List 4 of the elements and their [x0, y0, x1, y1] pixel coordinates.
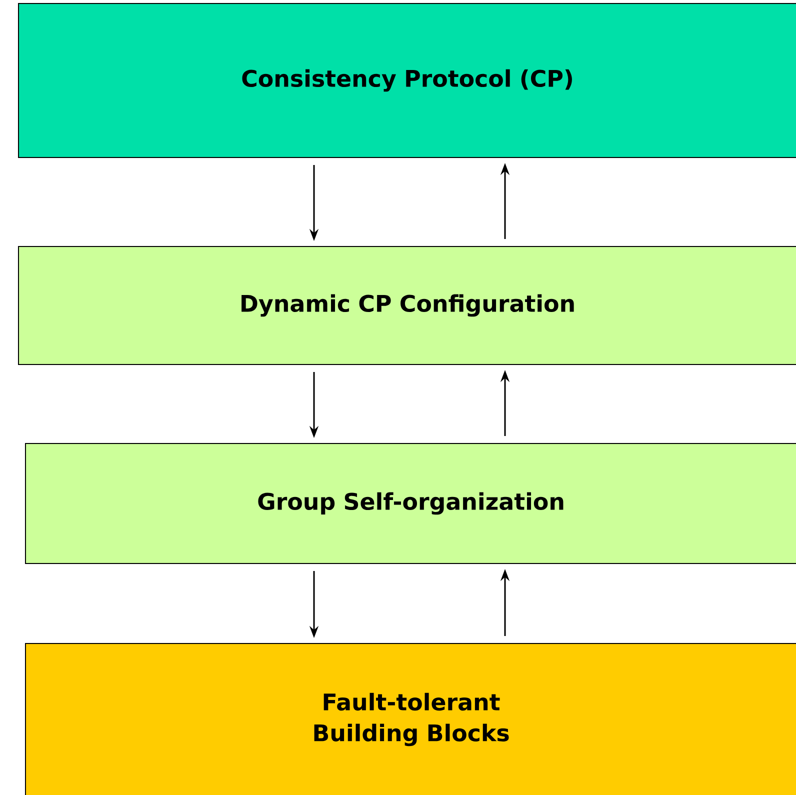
layer-box: Group Self-organization [25, 443, 796, 564]
layer-box: Consistency Protocol (CP) [18, 3, 796, 158]
layer-box: Dynamic CP Configuration [18, 246, 796, 365]
layer-box: Fault-tolerant Building Blocks [25, 643, 796, 795]
